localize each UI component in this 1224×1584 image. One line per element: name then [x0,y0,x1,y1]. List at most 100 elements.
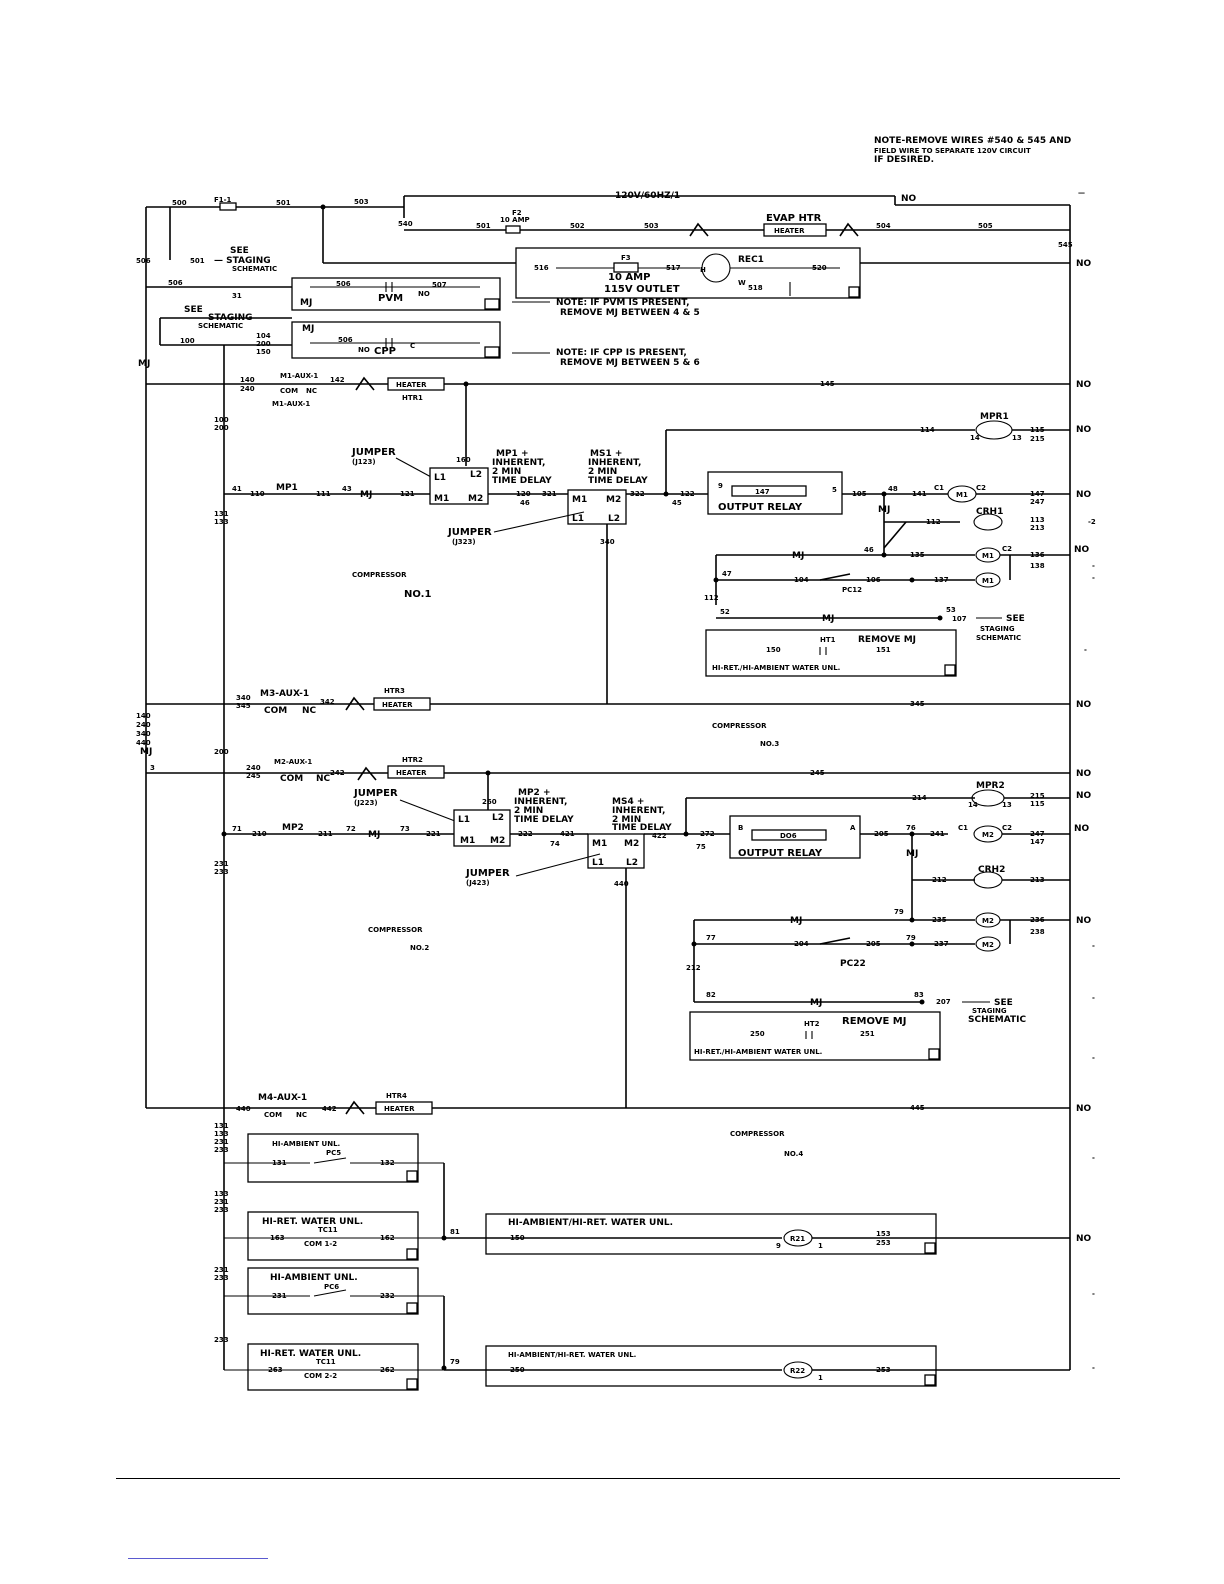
svg-text:HTR4: HTR4 [386,1092,407,1100]
svg-text:SCHEMATIC: SCHEMATIC [232,265,277,273]
svg-text:NC: NC [306,387,317,395]
svg-text:115: 115 [1030,800,1045,808]
svg-text:M2: M2 [624,839,639,849]
svg-text:-: - [1092,1290,1095,1298]
svg-text:83: 83 [914,991,924,999]
svg-text:250: 250 [750,1030,765,1038]
svg-text:540: 540 [398,220,413,228]
compressor-2: 71 210 MP2 211 72 MJ 73 221 JUMPER (J223… [221,781,1092,1108]
svg-text:73: 73 [400,825,410,833]
svg-text:150: 150 [766,646,781,654]
svg-text:-: - [1092,574,1095,582]
svg-text:212: 212 [686,964,701,972]
hi-ambient-unl-pc5: HI-AMBIENT UNL. PC5 131 132 [224,1133,445,1238]
svg-text:501: 501 [276,199,291,207]
svg-text:MJ: MJ [878,505,890,515]
svg-text:M4-AUX-1: M4-AUX-1 [258,1093,307,1103]
svg-text:106: 106 [866,576,881,584]
svg-text:— STAGING: — STAGING [214,256,271,266]
svg-text:9: 9 [776,1242,781,1250]
svg-text:-: - [1092,1364,1095,1372]
svg-text:115: 115 [1030,426,1045,434]
svg-text:518: 518 [748,284,763,292]
svg-text:503: 503 [354,198,369,206]
supply-label: 120V/60HZ/1 [615,191,680,201]
svg-text:COM: COM [280,774,303,784]
svg-text:H: H [700,266,706,274]
unl-box-1 [705,629,957,677]
svg-text:345: 345 [910,700,925,708]
svg-text:231: 231 [214,1266,229,1274]
svg-text:HI-RET./HI-AMBIENT WATER UNL.: HI-RET./HI-AMBIENT WATER UNL. [694,1048,822,1056]
evap-htr-title: EVAP HTR [766,213,822,224]
svg-text:82: 82 [706,991,716,999]
svg-text:INHERENT,: INHERENT, [588,458,641,468]
svg-text:2 MIN: 2 MIN [514,806,543,816]
svg-text:231: 231 [214,1198,229,1206]
svg-text:120: 120 [516,490,531,498]
svg-text:207: 207 [936,998,951,1006]
htr3-circuit: 340 345 M3-AUX-1 COM NC 342 HEATER HTR3 … [146,687,1092,748]
svg-text:247: 247 [1030,498,1045,506]
svg-text:SEE: SEE [184,305,203,315]
svg-text:112: 112 [704,594,719,602]
svg-text:506: 506 [168,279,183,287]
fuse-f2 [505,225,521,234]
svg-text:138: 138 [1030,562,1045,570]
svg-text:46: 46 [864,546,874,554]
bottom-left-labels: 131 133 231 233 133 231 233 231 233 233 … [214,510,229,1344]
svg-text:HTR2: HTR2 [402,756,423,764]
svg-text:48: 48 [888,485,898,493]
cpp-label: CPP [374,346,396,357]
cpp-box: MJ 506 NO CPP C [291,321,501,359]
svg-text:140: 140 [136,712,151,720]
htr2-circuit: 240 245 M2-AUX-1 COM NC 242 HEATER HTR2 … [146,756,1092,815]
svg-text:232: 232 [380,1292,395,1300]
svg-text:233: 233 [214,868,229,876]
svg-text:INHERENT,: INHERENT, [514,797,567,807]
heater-htr4 [375,1101,433,1115]
svg-text:HI-RET. WATER UNL.: HI-RET. WATER UNL. [260,1349,361,1359]
svg-text:238: 238 [1030,928,1045,936]
svg-text:OUTPUT RELAY: OUTPUT RELAY [738,848,823,859]
svg-text:107: 107 [952,615,967,623]
evap-heater-circuit: 540 501 F2 10 AMP 502 503 EVAP HTR HEATE… [398,209,1073,249]
svg-text:M3-AUX-1: M3-AUX-1 [260,689,309,699]
svg-text:211: 211 [318,830,333,838]
svg-text:HT2: HT2 [804,1020,820,1028]
svg-text:NO: NO [1076,700,1092,710]
svg-text:SCHEMATIC: SCHEMATIC [198,322,243,330]
note-line-3: IF DESIRED. [874,155,934,165]
svg-text:L1: L1 [434,473,446,483]
svg-text:STAGING: STAGING [208,313,253,323]
crh1 [973,513,1003,531]
svg-text:—: — [1078,189,1085,197]
svg-text:233: 233 [214,1336,229,1344]
svg-text:241: 241 [930,830,945,838]
svg-text:MS1 +: MS1 + [590,449,622,459]
svg-text:M1: M1 [982,577,994,585]
svg-text:212: 212 [932,876,947,884]
svg-text:MJ: MJ [906,849,918,859]
svg-text:440: 440 [614,880,629,888]
svg-text:145: 145 [820,380,835,388]
svg-text:L2: L2 [608,514,620,524]
svg-text:M1: M1 [460,836,475,846]
svg-text:SEE: SEE [1006,614,1025,624]
svg-text:445: 445 [910,1104,925,1112]
svg-text:-: - [1092,942,1095,950]
svg-text:253: 253 [876,1366,891,1374]
svg-text:L2: L2 [626,858,638,868]
svg-text:M1: M1 [434,494,449,504]
svg-text:200: 200 [214,748,229,756]
svg-text:47: 47 [722,570,732,578]
unl-box-2 [689,1011,941,1061]
svg-text:MP1: MP1 [276,483,298,493]
m1-aux-b [975,572,1001,588]
svg-text:72: 72 [346,825,356,833]
svg-text:NO: NO [1076,259,1092,269]
svg-text:NC: NC [316,774,331,784]
svg-text:HI-AMBIENT UNL.: HI-AMBIENT UNL. [272,1140,340,1148]
svg-text:TIME DELAY: TIME DELAY [492,476,552,486]
svg-text:342: 342 [320,698,335,706]
